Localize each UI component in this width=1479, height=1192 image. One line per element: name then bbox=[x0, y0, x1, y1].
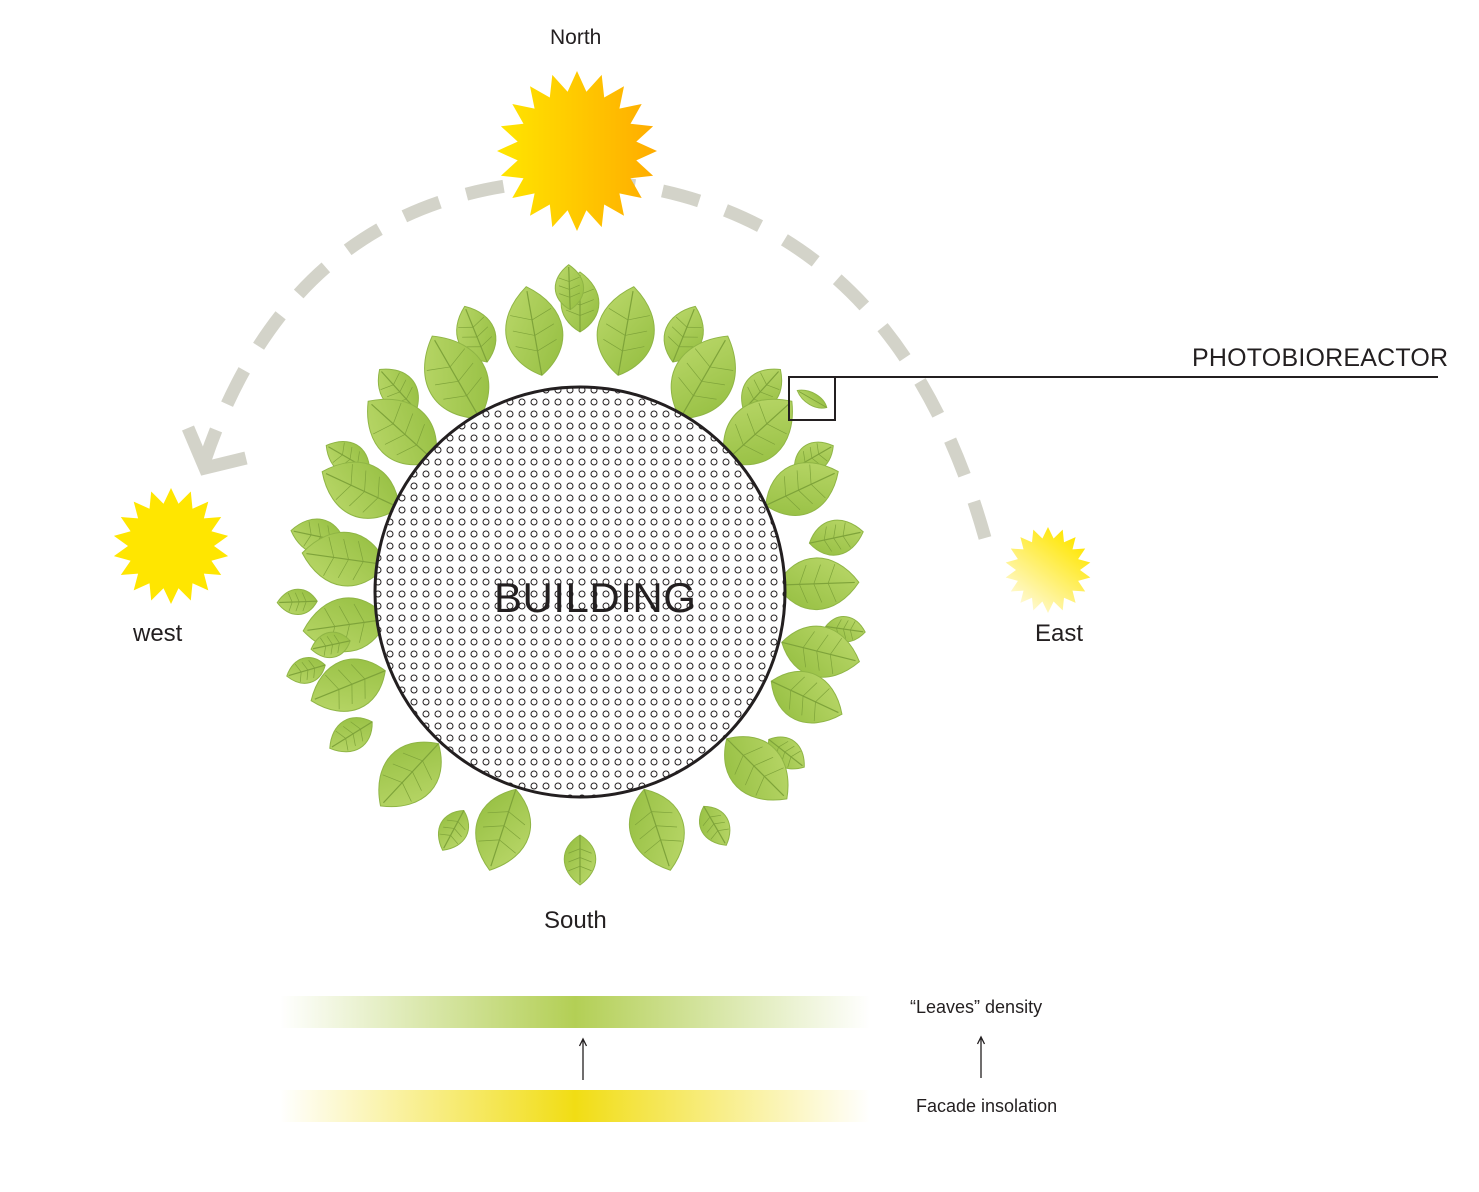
legend-arrow-center bbox=[578, 1037, 588, 1080]
leaf-18 bbox=[301, 531, 387, 587]
building-label: BUILDING bbox=[494, 574, 697, 621]
leaf-2 bbox=[505, 286, 564, 376]
south-label: South bbox=[544, 907, 607, 934]
facade-insolation-bar bbox=[280, 1090, 870, 1122]
leaf-30 bbox=[378, 741, 442, 808]
leaf-27 bbox=[770, 671, 843, 724]
north-label: North bbox=[550, 26, 602, 49]
leaf-17 bbox=[808, 519, 864, 556]
leaf-35 bbox=[629, 788, 685, 871]
facade-insolation-label: Facade insolation bbox=[916, 1096, 1058, 1116]
sun-path-arrowhead bbox=[182, 425, 248, 476]
east-sun-icon bbox=[1005, 527, 1091, 613]
leaves-density-bar bbox=[280, 996, 870, 1028]
photobioreactor-leaves bbox=[276, 264, 866, 886]
building-circle bbox=[373, 385, 787, 799]
leaf-33 bbox=[475, 788, 531, 871]
leaf-15 bbox=[765, 462, 839, 516]
photobioreactor-label: PHOTOBIOREACTOR bbox=[1192, 344, 1449, 372]
west-sun-icon bbox=[113, 488, 229, 604]
legend-arrow-right bbox=[976, 1035, 986, 1078]
east-label: East bbox=[1035, 620, 1084, 647]
west-label: west bbox=[133, 620, 183, 647]
leaves-density-label: “Leaves” density bbox=[910, 997, 1043, 1017]
leaf-19 bbox=[776, 557, 860, 610]
callout-box bbox=[788, 376, 836, 421]
leaf-23 bbox=[781, 625, 861, 678]
leaf-32 bbox=[438, 810, 469, 851]
leaf-20 bbox=[276, 588, 318, 615]
callout-leaf bbox=[796, 389, 828, 409]
leaf-3 bbox=[596, 286, 655, 376]
leaf-24 bbox=[286, 657, 326, 684]
north-sun-icon bbox=[497, 71, 657, 231]
leaf-7 bbox=[670, 335, 736, 419]
leaf-31 bbox=[724, 736, 789, 801]
leaf-34 bbox=[563, 834, 597, 886]
leaf-36 bbox=[699, 805, 731, 846]
leaf-25 bbox=[310, 631, 351, 659]
leaf-28 bbox=[329, 717, 373, 753]
leaf-37 bbox=[554, 264, 585, 311]
leaf-26 bbox=[310, 658, 386, 712]
sun-path-arc bbox=[198, 173, 992, 540]
